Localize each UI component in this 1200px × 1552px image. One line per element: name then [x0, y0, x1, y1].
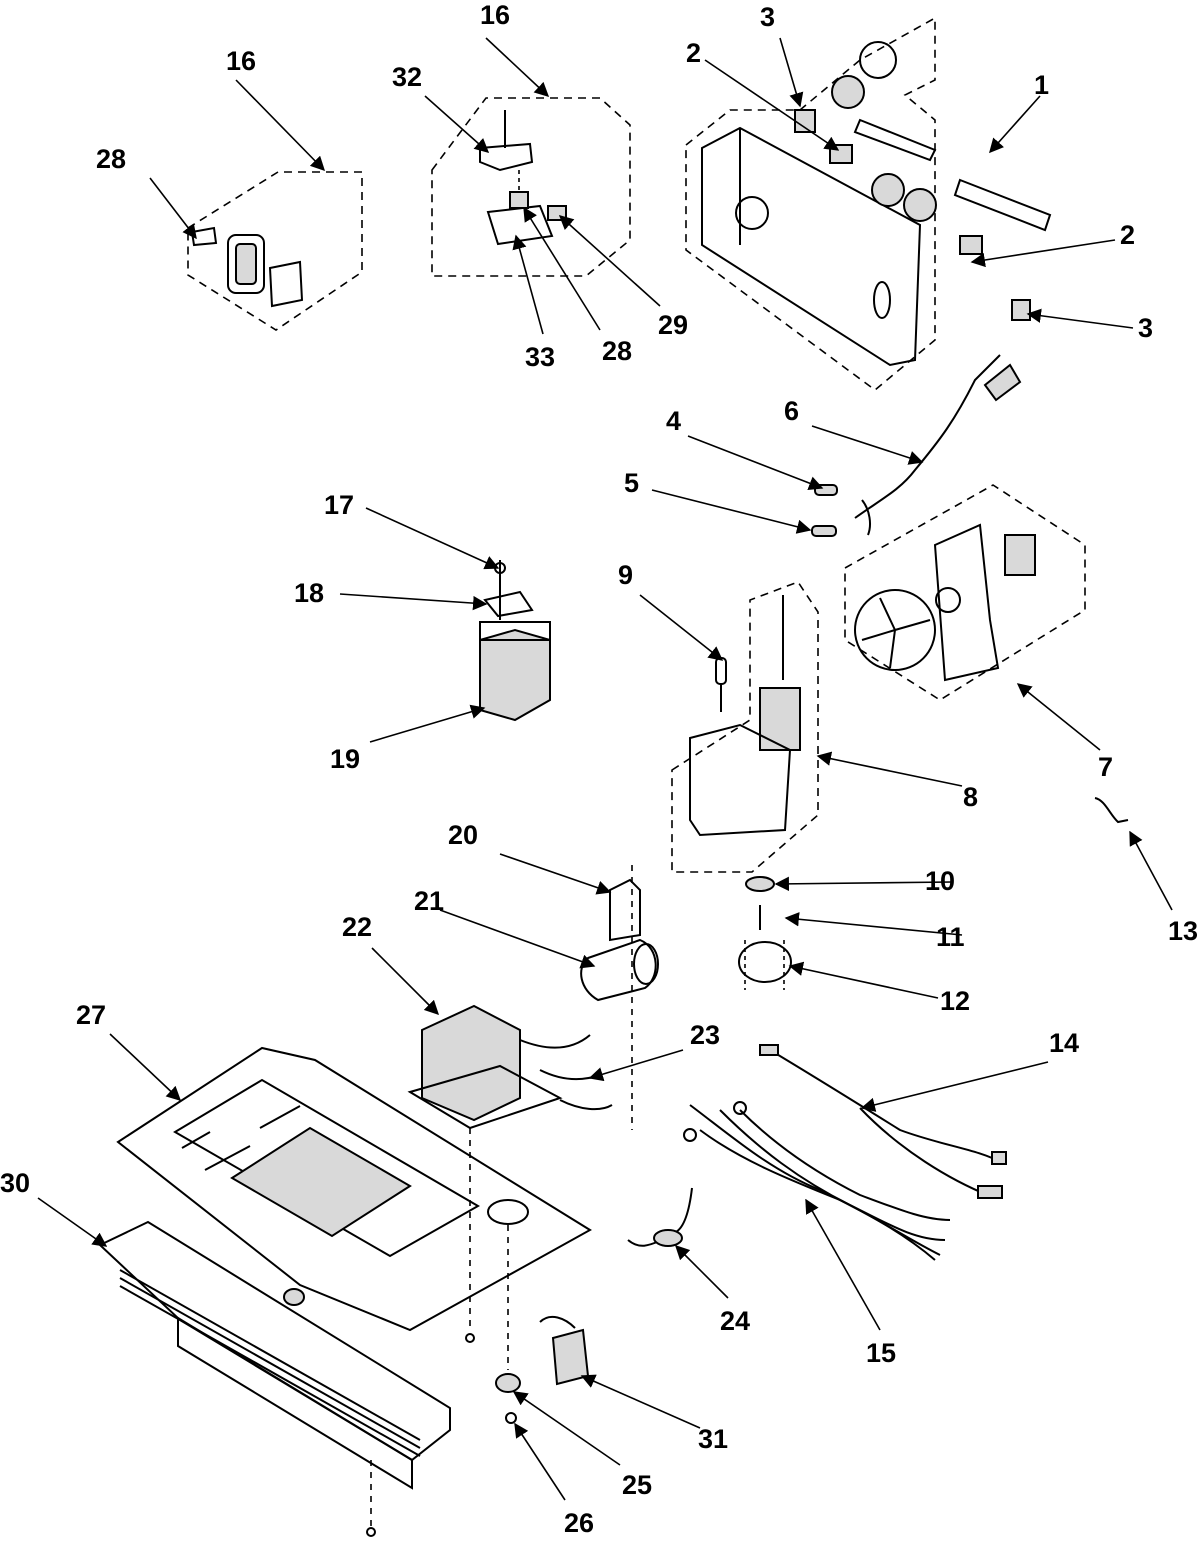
- control-chassis-part: [701, 41, 1052, 367]
- vent-grille-part: [190, 226, 304, 308]
- callout-20: 20: [448, 820, 478, 850]
- callout-22: 22: [342, 912, 372, 942]
- callout-28-left: 28: [96, 144, 126, 174]
- callout-25: 25: [622, 1470, 652, 1500]
- callout-17: 17: [324, 490, 354, 520]
- callout-23: 23: [690, 1020, 720, 1050]
- group-outline-hv-assembly: [671, 581, 819, 873]
- callout-13: 13: [1168, 916, 1198, 946]
- small-wire-part: [1094, 797, 1129, 824]
- callout-2-top: 2: [686, 38, 701, 68]
- callout-9: 9: [618, 560, 633, 590]
- magnetron-part: [479, 560, 551, 722]
- group-outline-28-left: [187, 171, 363, 331]
- hv-capacitor-assembly-part: [689, 595, 801, 990]
- base-plate-part: [116, 1046, 592, 1332]
- callout-6: 6: [784, 396, 799, 426]
- callout-11: 11: [936, 922, 965, 952]
- callout-10: 10: [925, 866, 955, 896]
- group-outline-control-panel: [685, 16, 936, 392]
- callout-19: 19: [330, 744, 360, 774]
- callout-31: 31: [698, 1424, 728, 1454]
- callout-29: 29: [658, 310, 688, 340]
- hv-capacitor-part: [580, 865, 659, 1130]
- callout-26: 26: [564, 1508, 594, 1538]
- callout-4: 4: [666, 406, 681, 436]
- callout-2-right: 2: [1120, 220, 1135, 250]
- callout-30: 30: [0, 1168, 30, 1198]
- callout-24: 24: [720, 1306, 750, 1336]
- callout-8: 8: [963, 782, 978, 812]
- callout-15: 15: [866, 1338, 896, 1368]
- group-outline-fan-motor: [844, 484, 1086, 701]
- callout-1: 1: [1034, 70, 1049, 100]
- callout-14: 14: [1049, 1028, 1079, 1058]
- foot-and-screw-parts: [283, 1225, 590, 1537]
- callout-21: 21: [414, 886, 444, 916]
- leader-lines: [37, 37, 1173, 1501]
- callout-18: 18: [294, 578, 324, 608]
- hv-transformer-part: [407, 1004, 613, 1330]
- fan-motor-part: [854, 523, 1036, 682]
- callout-3-top: 3: [760, 2, 775, 32]
- wire-harness-parts: [683, 1044, 1007, 1261]
- group-outline-16-center: [431, 97, 631, 277]
- callout-16-left: 16: [226, 46, 256, 76]
- callout-16-center: 16: [480, 0, 510, 30]
- callout-27: 27: [76, 1000, 106, 1030]
- front-panel-part: [98, 1220, 451, 1490]
- callout-3-right: 3: [1138, 313, 1153, 343]
- switch-bracket-part: [479, 110, 567, 246]
- callout-5: 5: [624, 468, 639, 498]
- callout-7: 7: [1098, 752, 1113, 782]
- fuse-and-cord-parts: [811, 354, 1022, 537]
- callout-12: 12: [940, 986, 970, 1016]
- callout-32: 32: [392, 62, 422, 92]
- thermal-cutout-part: [627, 1187, 693, 1247]
- callout-33: 33: [525, 342, 555, 372]
- callout-28-center: 28: [602, 336, 632, 366]
